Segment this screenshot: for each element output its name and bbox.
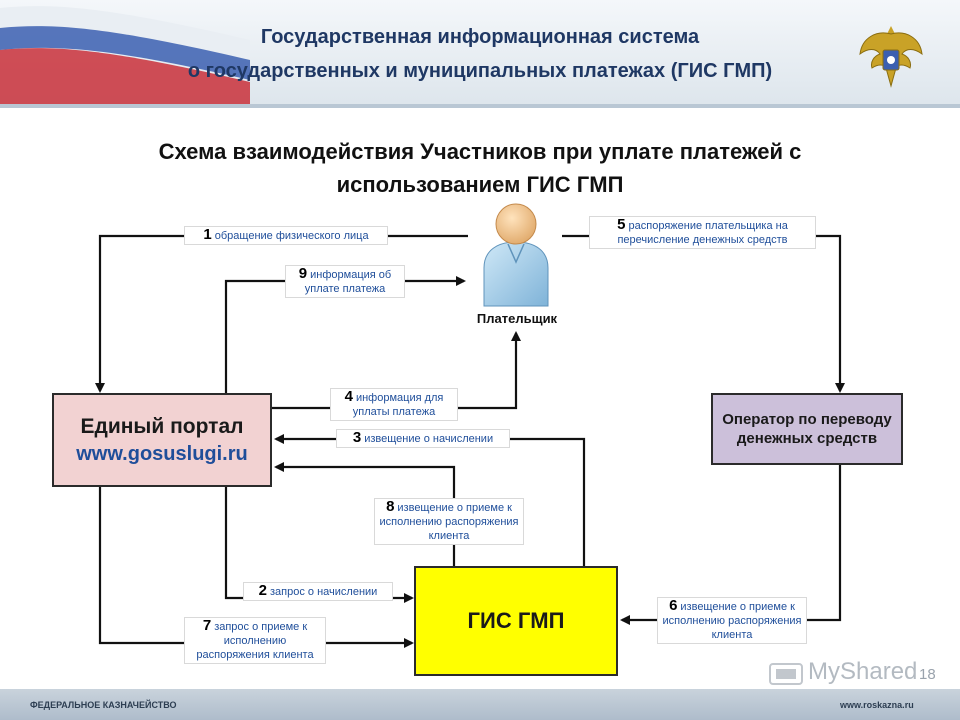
watermark-text: MyShared	[808, 658, 918, 685]
header-title-line1: Государственная информационная система	[260, 26, 700, 48]
payer-label: Плательщик	[476, 311, 558, 326]
diagram-title-line1: Схема взаимодействия Участников при упла…	[158, 139, 802, 164]
footer-bar	[0, 689, 960, 720]
emblem-icon	[859, 26, 923, 88]
portal-name: Единый портал	[80, 414, 244, 438]
flow-number: 7	[202, 617, 212, 634]
header-bar	[0, 0, 960, 108]
flow-text: извещение о приеме к исполнению распоряж…	[379, 502, 519, 542]
payment-operator-box: Оператор по переводу денежных средств	[711, 393, 903, 465]
arrow-5	[562, 234, 845, 393]
header-title-line2: о государственных и муниципальных платеж…	[187, 60, 773, 82]
footer-org-name: ФЕДЕРАЛЬНОЕ КАЗНАЧЕЙСТВО	[30, 700, 177, 710]
flow-number: 6	[669, 597, 678, 614]
flow-text: извещение о приеме к исполнению распоряж…	[662, 601, 802, 641]
flow-number: 1	[203, 226, 212, 243]
flow-text: информация об уплате платежа	[304, 269, 392, 295]
flow-number: 2	[258, 582, 268, 599]
footer-website: www.roskazna.ru	[840, 700, 914, 710]
header-divider	[0, 104, 960, 108]
arrow-1	[95, 234, 468, 393]
flow-text: извещение о начислении	[364, 433, 494, 445]
gis-gmp-box: ГИС ГМП	[414, 566, 618, 676]
flow-number: 5	[617, 216, 626, 233]
flow-number: 9	[298, 265, 308, 282]
flow-number: 4	[344, 388, 353, 405]
unified-portal-box: Единый портал www.gosuslugi.ru	[52, 393, 272, 487]
flow-text: запрос о начислении	[270, 586, 378, 598]
russian-flag-graphic	[0, 6, 250, 108]
page-number: 18	[919, 666, 936, 683]
flow-text: распоряжение плательщика на перечисление…	[617, 220, 788, 246]
flow-number: 8	[386, 498, 395, 515]
watermark-icon	[769, 663, 803, 685]
gis-label: ГИС ГМП	[467, 608, 565, 633]
flow-text: обращение физического лица	[214, 230, 369, 242]
portal-url: www.gosuslugi.ru	[76, 442, 248, 465]
flow-text: запрос о приеме к исполнению распоряжени…	[196, 621, 314, 661]
diagram-title-line2: использованием ГИС ГМП	[336, 172, 624, 197]
flow-number: 3	[352, 429, 362, 446]
payer-person-icon	[483, 203, 549, 307]
flow-text: информация для уплаты платежа	[352, 392, 444, 418]
operator-label: Оператор по переводу денежных средств	[722, 411, 892, 447]
